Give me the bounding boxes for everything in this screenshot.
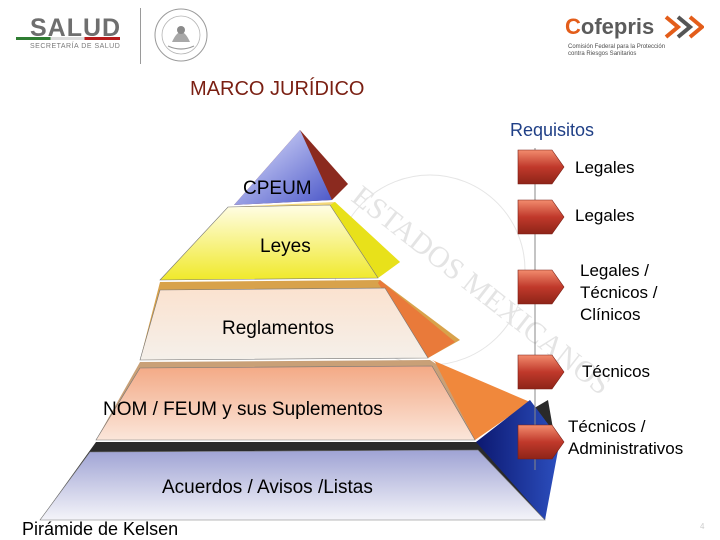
requirement-arrow-3 [517,269,565,305]
cofepris-logo-subtitle: Comisión Federal para la Protección cont… [568,44,666,57]
pyramid-level-3-front [139,287,429,361]
requirement-label-2: Legales [575,206,635,225]
requirement-arrow-1 [517,149,565,185]
requirement-arrow-4 [517,354,565,390]
pyramid-label-acuerdos: Acuerdos / Avisos /Listas [162,477,373,498]
requirement-arrow-5 [517,424,565,460]
pyramid-level-2-side [330,202,400,278]
cofepris-arrows-icon [664,15,704,39]
pyramid-label-leyes: Leyes [260,236,311,257]
cofepris-logo-text: Cofepris [565,14,655,39]
requirement-label-1: Legales [575,158,635,177]
pyramid-level-2-front [159,204,379,281]
pyramid-level-5-front [39,449,546,521]
requirement-arrows [517,149,565,460]
requirements-heading: Requisitos [510,120,595,140]
footer-caption: Pirámide de Kelsen [22,519,179,539]
pyramid-label-cpeum: CPEUM [243,178,312,199]
requirement-label-3: Legales / Técnicos / Clínicos [580,261,658,324]
page-number: 4 [700,522,705,531]
pyramid-level-4-front [95,365,476,441]
pyramid-label-nom-feum: NOM / FEUM y sus Suplementos [103,399,383,420]
logo-separator [140,8,141,64]
requirement-arrow-2 [517,199,565,235]
slide-title: MARCO JURÍDICO [190,78,365,100]
pyramid-level-3-side [378,280,455,358]
header: SALUD SECRETARÍA DE SALUD Cofepris Comis… [0,0,720,70]
requirement-label-4: Técnicos [582,362,651,381]
requirement-label-5: Técnicos / Administrativos [568,417,684,458]
pyramid-label-reglamentos: Reglamentos [222,318,334,339]
pyramid-level-1-front [234,130,332,205]
pyramid-level-4-side [432,360,530,440]
national-seal-icon [154,8,208,62]
salud-logo-bar [16,37,120,40]
salud-logo-subtitle: SECRETARÍA DE SALUD [30,43,121,50]
